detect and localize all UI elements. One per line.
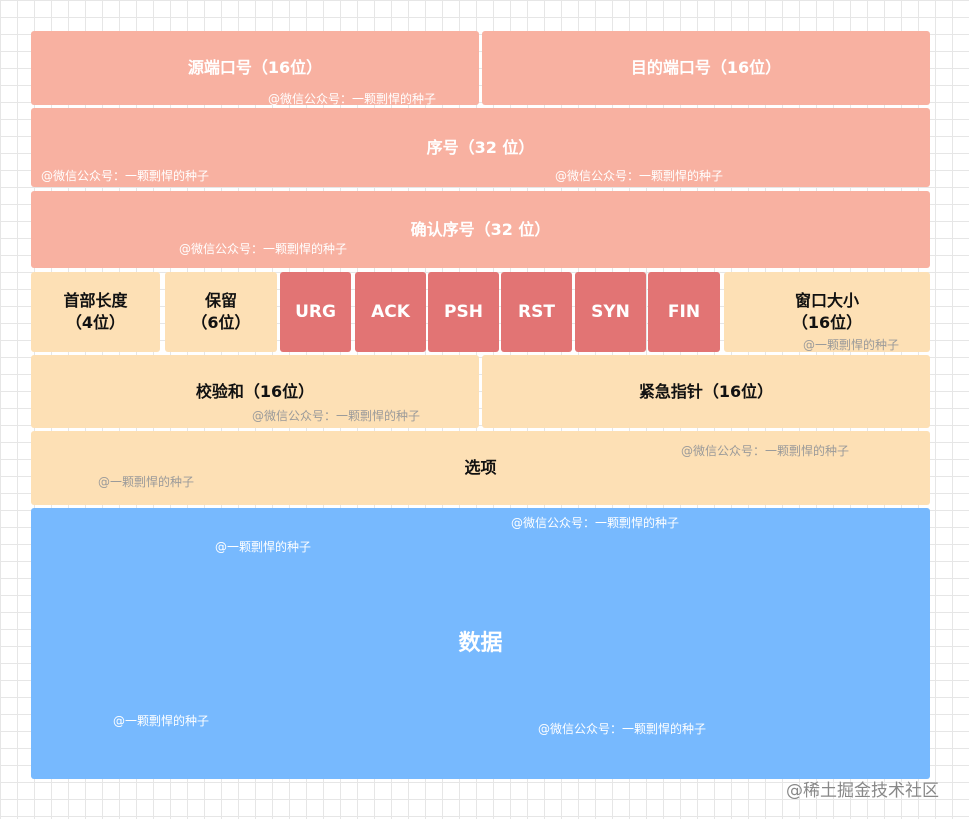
destination-port-label: 目的端口号（16位） — [630, 58, 782, 77]
window-size-label: 窗口大小 （16位） — [791, 291, 863, 332]
options-label: 选项 — [464, 458, 497, 477]
flag-label: RST — [518, 302, 555, 322]
checksum-label: 校验和（16位） — [195, 381, 315, 401]
urgent-pointer-field: 紧急指针（16位） — [482, 355, 930, 428]
checksum-field: 校验和（16位） — [31, 355, 479, 428]
ack-number-field: 确认序号（32 位） — [31, 191, 930, 268]
flag-psh: PSH — [428, 272, 499, 352]
watermark: @微信公众号：一颗剽悍的种子 — [41, 169, 210, 183]
source-port-label: 源端口号（16位） — [187, 58, 323, 77]
watermark: @一颗剽悍的种子 — [98, 475, 195, 489]
window-size-field: 窗口大小 （16位） — [724, 272, 930, 352]
flag-label: ACK — [371, 302, 410, 322]
watermark: @一颗剽悍的种子 — [215, 540, 312, 554]
flag-label: FIN — [667, 302, 701, 322]
watermark: @微信公众号：一颗剽悍的种子 — [555, 169, 724, 183]
flag-label: SYN — [591, 302, 630, 322]
ack-number-label: 确认序号（32 位） — [410, 219, 551, 239]
destination-port-field: 目的端口号（16位） — [482, 31, 930, 105]
watermark: @微信公众号：一颗剽悍的种子 — [252, 409, 421, 423]
flag-syn: SYN — [575, 272, 646, 352]
header-length-label: 首部长度 （4位） — [63, 291, 128, 332]
site-watermark: @稀土掘金技术社区 — [786, 781, 939, 801]
watermark: @微信公众号：一颗剽悍的种子 — [511, 516, 680, 530]
watermark: @一颗剽悍的种子 — [803, 338, 900, 352]
source-port-field: 源端口号（16位） — [31, 31, 479, 105]
watermark: @微信公众号：一颗剽悍的种子 — [268, 92, 437, 106]
flag-ack: ACK — [355, 272, 426, 352]
data-label: 数据 — [458, 630, 503, 656]
reserved-label: 保留 （6位） — [191, 291, 251, 332]
flag-rst: RST — [501, 272, 572, 352]
sequence-number-field: 序号（32 位） — [31, 108, 930, 187]
flag-urg: URG — [280, 272, 351, 352]
sequence-number-label: 序号（32 位） — [426, 137, 535, 157]
watermark: @一颗剽悍的种子 — [113, 714, 210, 728]
watermark: @微信公众号：一颗剽悍的种子 — [538, 722, 707, 736]
flag-label: PSH — [444, 302, 483, 322]
options-field: 选项 — [31, 431, 930, 505]
urgent-pointer-label: 紧急指针（16位） — [638, 381, 774, 401]
flag-fin: FIN — [648, 272, 720, 352]
watermark: @微信公众号：一颗剽悍的种子 — [681, 444, 850, 458]
header-length-field: 首部长度 （4位） — [31, 272, 160, 352]
flag-label: URG — [295, 302, 336, 322]
data-field: 数据 — [31, 508, 930, 779]
watermark: @微信公众号：一颗剽悍的种子 — [179, 242, 348, 256]
reserved-field: 保留 （6位） — [165, 272, 277, 352]
